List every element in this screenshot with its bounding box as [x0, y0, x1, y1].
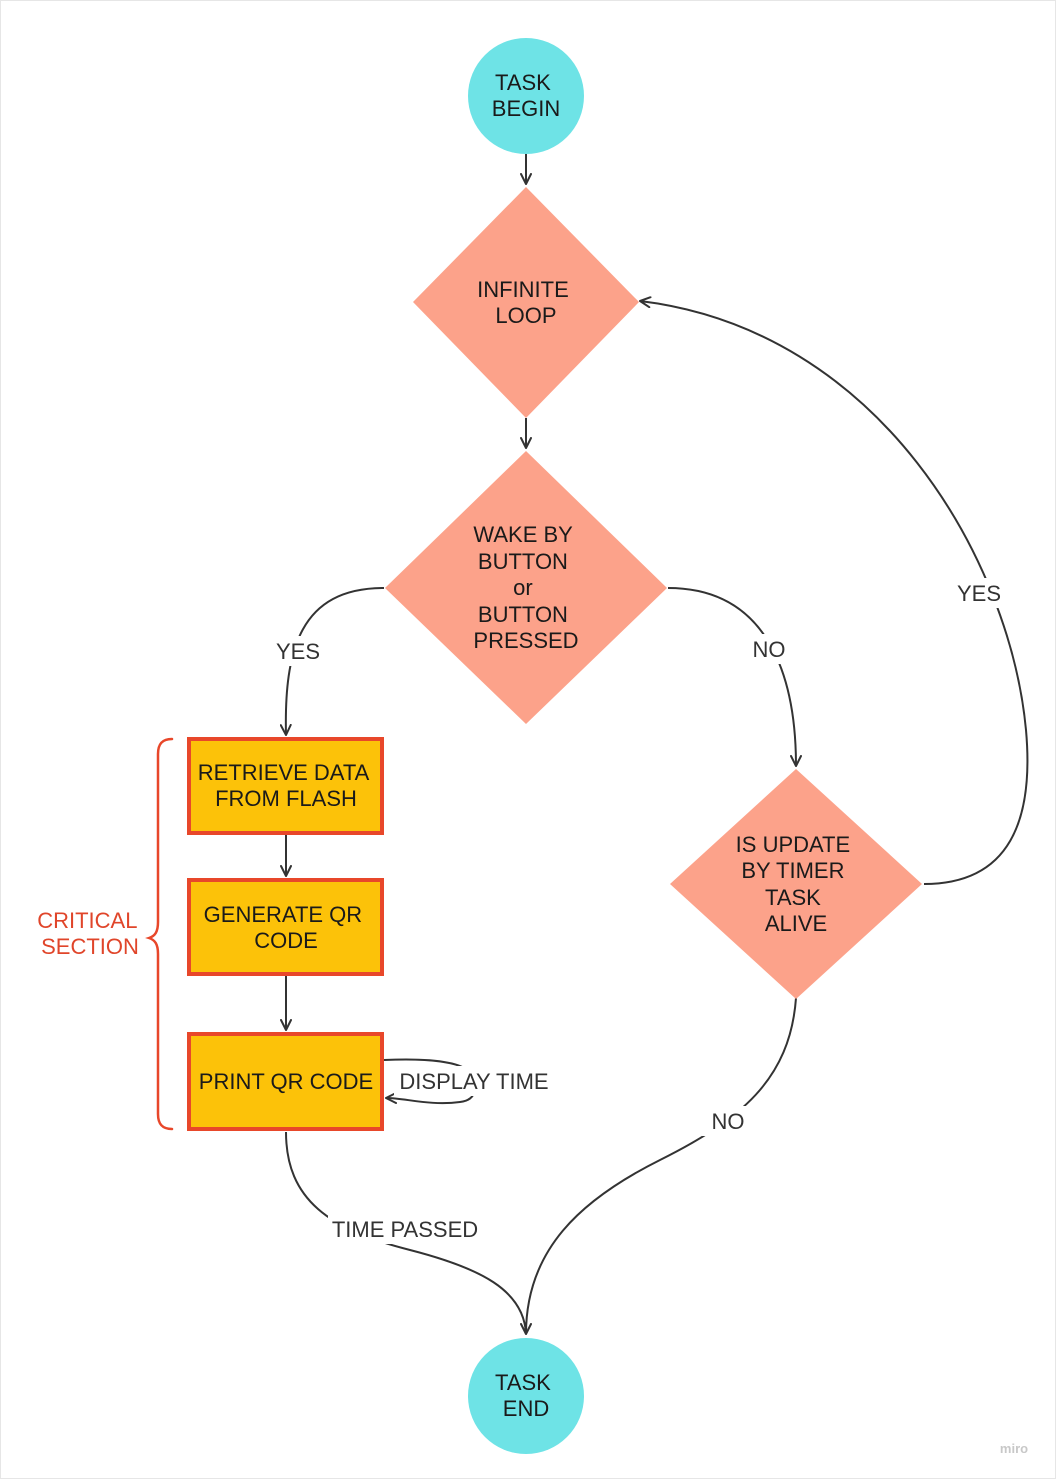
node-task-begin[interactable]: TASK BEGIN — [468, 38, 584, 154]
node-label: IS UPDATE BY TIMER TASK ALIVE — [736, 832, 857, 936]
edge-timer-no — [520, 997, 797, 1335]
node-label: WAKE BY BUTTON or BUTTON PRESSED — [473, 522, 578, 653]
node-wake-check[interactable]: WAKE BY BUTTON or BUTTON PRESSED — [385, 451, 667, 724]
label-bg — [328, 1214, 482, 1244]
process-shape — [187, 878, 384, 976]
node-generate-qr[interactable]: GENERATE QR CODE — [187, 878, 384, 976]
label-bg — [702, 1106, 754, 1136]
edges — [279, 154, 1029, 1335]
decision-shape — [413, 187, 639, 418]
miro-watermark: miro — [1000, 1441, 1028, 1456]
node-label: TASK END — [495, 1370, 557, 1421]
terminal-shape — [468, 38, 584, 154]
edge-wake-yes — [279, 587, 385, 736]
label-time-passed: TIME PASSED — [332, 1217, 478, 1242]
edge-time-passed — [285, 1131, 527, 1335]
node-task-end[interactable]: TASK END — [468, 1338, 584, 1454]
node-retrieve-data[interactable]: RETRIEVE DATA FROM FLASH — [187, 737, 384, 835]
node-label: TASK BEGIN — [492, 70, 560, 121]
process-shape — [187, 737, 384, 835]
label-wake-yes: YES — [276, 639, 320, 664]
node-label: RETRIEVE DATA FROM FLASH — [198, 760, 374, 811]
edge-wake-no — [667, 587, 802, 767]
process-shape — [187, 1032, 384, 1131]
node-print-qr[interactable]: PRINT QR CODE — [187, 1032, 384, 1131]
node-timer-check[interactable]: IS UPDATE BY TIMER TASK ALIVE — [670, 769, 922, 999]
label-timer-yes: YES — [957, 581, 1001, 606]
label-bg — [394, 1066, 554, 1096]
edge-timer-yes — [639, 296, 1029, 885]
terminal-shape — [468, 1338, 584, 1454]
node-infinite-loop[interactable]: INFINITE LOOP — [413, 187, 639, 418]
node-label: GENERATE QR CODE — [204, 902, 369, 953]
critical-section: CRITICAL SECTION — [37, 737, 174, 1131]
label-display-time: DISPLAY TIME — [399, 1069, 548, 1094]
node-label: PRINT QR CODE — [199, 1069, 373, 1094]
decision-shape — [670, 769, 922, 999]
decision-shape — [385, 451, 667, 724]
label-bg — [270, 636, 328, 666]
label-timer-no: NO — [712, 1109, 745, 1134]
edge-labels: YES NO YES NO DISPLAY TIME TIME PASSED — [270, 578, 1008, 1244]
label-bg — [744, 634, 794, 664]
label-bg — [950, 578, 1008, 608]
curly-brace — [145, 737, 174, 1131]
node-label: INFINITE LOOP — [477, 277, 575, 328]
label-wake-no: NO — [753, 637, 786, 662]
critical-section-label: CRITICAL SECTION — [37, 908, 143, 959]
